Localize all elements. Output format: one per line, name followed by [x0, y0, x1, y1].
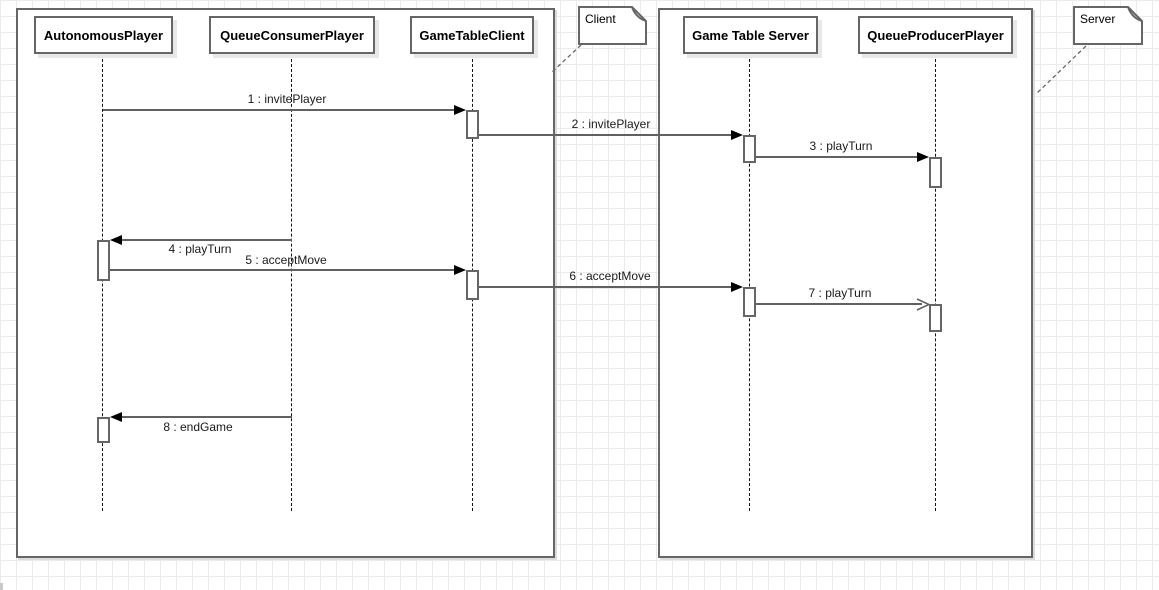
message-3-label[interactable]: 3 : playTurn — [809, 139, 873, 153]
lifeline-header-gametableclient[interactable]: GameTableClient — [410, 16, 534, 54]
message-7-line[interactable] — [756, 303, 922, 305]
activation-autonomousplayer-2[interactable] — [97, 417, 110, 443]
lifeline-header-label: QueueProducerPlayer — [867, 27, 1004, 43]
activation-gametableclient-2[interactable] — [466, 270, 479, 300]
message-5-label[interactable]: 5 : acceptMove — [245, 253, 327, 267]
message-1-label[interactable]: 1 : invitePlayer — [247, 92, 327, 106]
message-4-line[interactable] — [122, 239, 292, 241]
client-frame[interactable] — [16, 8, 555, 558]
client-note[interactable]: Client — [578, 6, 647, 45]
arrowhead-icon — [110, 235, 122, 245]
lifeline-header-queueconsumerplayer[interactable]: QueueConsumerPlayer — [209, 16, 375, 54]
lifeline-autonomousplayer[interactable] — [102, 54, 103, 511]
message-2-line[interactable] — [479, 134, 732, 136]
lifeline-gametableserver[interactable] — [749, 54, 750, 511]
lifeline-header-label: Game Table Server — [692, 27, 809, 43]
message-2-label[interactable]: 2 : invitePlayer — [571, 117, 651, 131]
message-5-line[interactable] — [110, 269, 454, 271]
arrowhead-icon — [731, 282, 743, 292]
scrollbar-corner — [0, 583, 3, 590]
lifeline-header-label: AutonomousPlayer — [43, 27, 164, 43]
arrowhead-icon — [110, 412, 122, 422]
arrowhead-icon — [917, 152, 929, 162]
arrowhead-icon — [731, 130, 743, 140]
lifeline-header-autonomousplayer[interactable]: AutonomousPlayer — [34, 16, 173, 54]
activation-gametableclient-1[interactable] — [466, 110, 479, 139]
activation-gametableserver-2[interactable] — [743, 287, 756, 317]
lifeline-header-queueproducerplayer[interactable]: QueueProducerPlayer — [858, 16, 1013, 54]
activation-queueproducerplayer-1[interactable] — [929, 157, 942, 188]
message-8-line[interactable] — [122, 416, 292, 418]
message-4-label[interactable]: 4 : playTurn — [168, 242, 232, 256]
activation-queueproducerplayer-2[interactable] — [929, 304, 942, 332]
message-1-line[interactable] — [103, 109, 455, 111]
message-6-label[interactable]: 6 : acceptMove — [569, 269, 651, 283]
arrowhead-icon — [454, 105, 466, 115]
lifeline-queueconsumerplayer[interactable] — [291, 54, 292, 511]
activation-autonomousplayer-1[interactable] — [97, 240, 110, 281]
server-note[interactable]: Server — [1073, 6, 1143, 45]
message-6-line[interactable] — [479, 286, 731, 288]
open-arrowhead-icon — [916, 298, 930, 311]
arrowhead-icon — [454, 265, 466, 275]
note-label: Server — [1080, 12, 1116, 26]
lifeline-queueproducerplayer[interactable] — [935, 54, 936, 511]
activation-gametableserver-1[interactable] — [743, 135, 756, 163]
message-7-label[interactable]: 7 : playTurn — [808, 286, 872, 300]
message-3-line[interactable] — [756, 156, 918, 158]
note-shape-icon — [1073, 6, 1143, 45]
lifeline-header-gametableserver[interactable]: Game Table Server — [683, 16, 818, 54]
lifeline-header-label: GameTableClient — [419, 27, 525, 43]
message-8-label[interactable]: 8 : endGame — [163, 420, 233, 434]
note-label: Client — [585, 12, 616, 26]
lifeline-header-label: QueueConsumerPlayer — [220, 27, 364, 43]
note-shape-icon — [578, 6, 647, 45]
server-frame[interactable] — [658, 8, 1033, 558]
